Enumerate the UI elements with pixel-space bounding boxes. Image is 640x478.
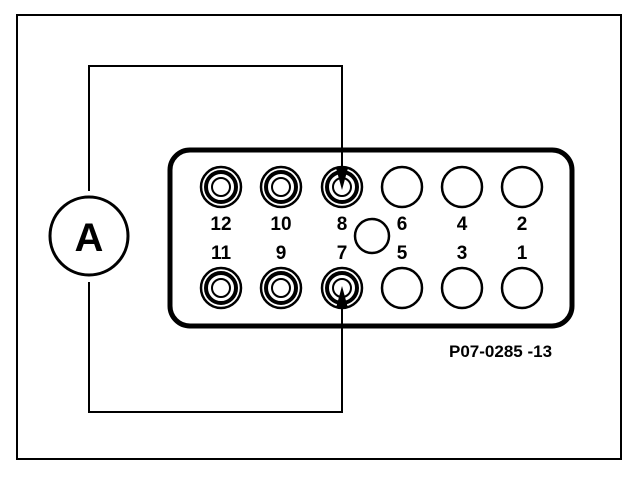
pin-label-6: 6 xyxy=(397,214,408,235)
pin-label-4: 4 xyxy=(457,214,468,235)
pin-label-10: 10 xyxy=(270,214,291,235)
pin-12 xyxy=(199,165,243,209)
ammeter-circle xyxy=(48,195,130,277)
connector-center-hole xyxy=(353,217,391,255)
ammeter-label: A xyxy=(75,216,104,260)
pin-label-2: 2 xyxy=(517,214,528,235)
pin-5 xyxy=(380,266,424,310)
pin-label-9: 9 xyxy=(276,243,287,264)
probe-arrow-down xyxy=(336,168,348,190)
pin-label-12: 12 xyxy=(210,214,231,235)
pin-3 xyxy=(440,266,484,310)
pin-4 xyxy=(440,165,484,209)
pin-label-11: 11 xyxy=(211,243,232,264)
top-row-labels: 12 10 8 6 4 2 xyxy=(210,214,527,235)
pin-1 xyxy=(500,266,544,310)
probe-pin-8 xyxy=(336,66,348,190)
probe-pin-7 xyxy=(336,286,348,412)
pin-10 xyxy=(259,165,303,209)
pin-label-7: 7 xyxy=(337,243,348,264)
pin-label-5: 5 xyxy=(397,243,408,264)
figure-frame xyxy=(16,14,622,460)
pin-2 xyxy=(500,165,544,209)
bottom-row-labels: 11 9 7 5 3 1 xyxy=(211,243,528,264)
probe-arrow-up xyxy=(336,286,348,308)
pin-6 xyxy=(380,165,424,209)
pin-label-3: 3 xyxy=(457,243,468,264)
pin-label-1: 1 xyxy=(517,243,528,264)
ammeter: A xyxy=(48,195,130,277)
pin-11 xyxy=(199,266,243,310)
pin-label-8: 8 xyxy=(337,214,348,235)
pin-9 xyxy=(259,266,303,310)
figure-reference: P07-0285 -13 xyxy=(449,342,552,361)
